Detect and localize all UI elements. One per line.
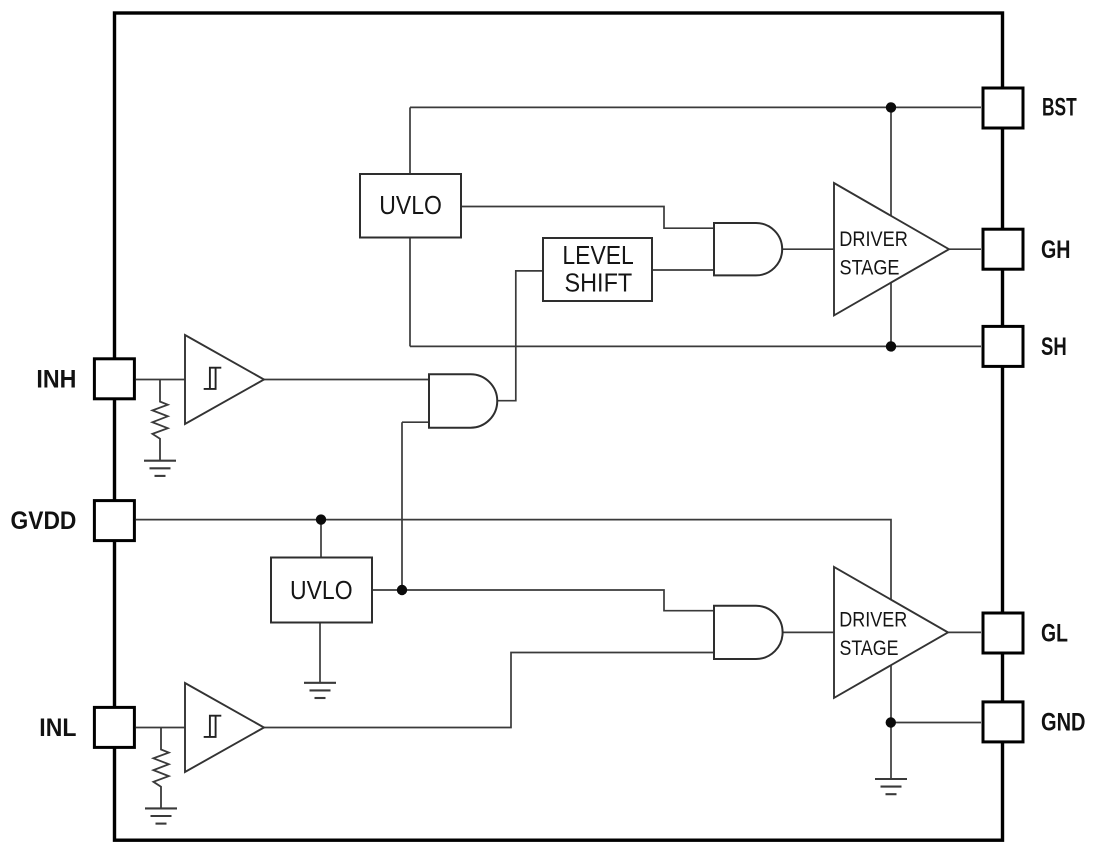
- svg-text:GL: GL: [1041, 620, 1068, 648]
- svg-text:GH: GH: [1041, 236, 1071, 264]
- svg-text:DRIVER: DRIVER: [839, 609, 907, 632]
- svg-text:LEVEL: LEVEL: [562, 242, 633, 270]
- svg-text:STAGE: STAGE: [840, 637, 899, 660]
- svg-text:INH: INH: [36, 365, 76, 393]
- svg-text:UVLO: UVLO: [379, 192, 442, 220]
- svg-text:BST: BST: [1042, 94, 1077, 122]
- svg-text:DRIVER: DRIVER: [839, 228, 908, 251]
- svg-text:SH: SH: [1041, 333, 1067, 361]
- svg-text:SHIFT: SHIFT: [565, 270, 633, 298]
- svg-text:STAGE: STAGE: [840, 256, 900, 279]
- svg-text:GVDD: GVDD: [11, 507, 77, 535]
- svg-text:INL: INL: [39, 714, 76, 742]
- svg-text:UVLO: UVLO: [290, 577, 353, 605]
- svg-text:GND: GND: [1041, 709, 1086, 737]
